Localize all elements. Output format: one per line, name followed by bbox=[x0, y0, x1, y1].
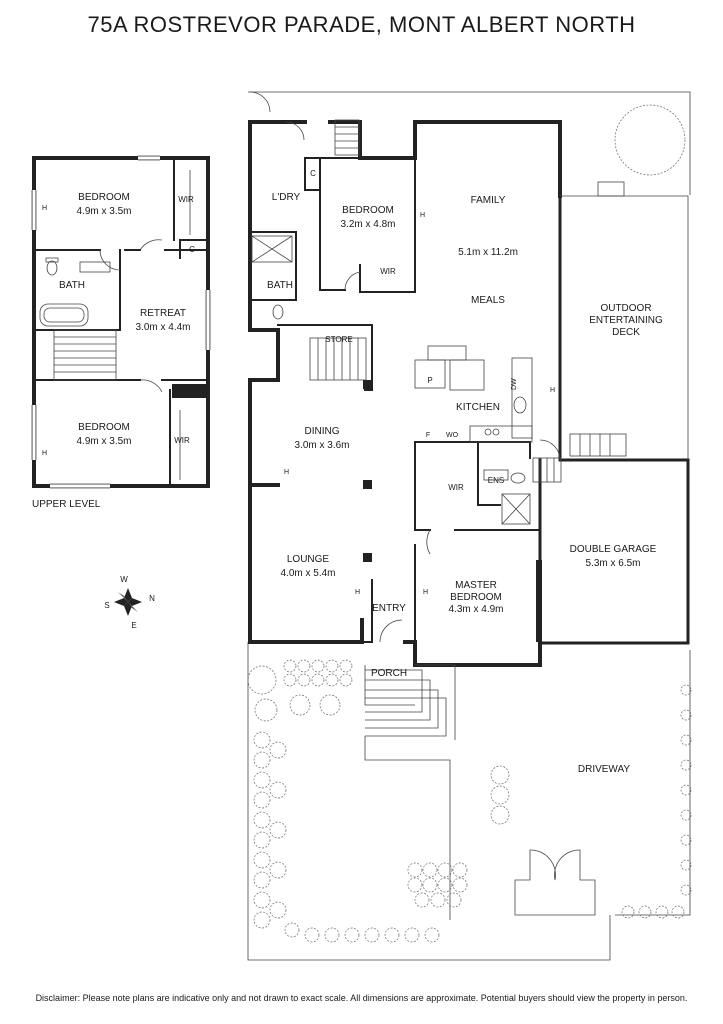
upper-heater-1: H bbox=[42, 205, 47, 212]
pantry-label: P bbox=[427, 376, 432, 385]
ensuite-label: ENS bbox=[488, 476, 504, 485]
compass-east: E bbox=[131, 621, 136, 630]
ground-cupboard-label: C bbox=[310, 169, 316, 178]
outdoor-line1: OUTDOOR bbox=[600, 303, 651, 314]
disclaimer-text: Disclaimer: Please note plans are indica… bbox=[35, 993, 688, 1003]
retreat-size: 3.0m x 4.4m bbox=[135, 322, 190, 333]
porch-label: PORCH bbox=[371, 668, 407, 679]
master-name-2: BEDROOM bbox=[450, 592, 502, 603]
ground-bedroom-name: BEDROOM bbox=[342, 205, 394, 216]
upper-wir2-label: WIR bbox=[174, 436, 190, 445]
plan-title: 75A ROSTREVOR PARADE, MONT ALBERT NORTH bbox=[87, 12, 636, 37]
dishwasher-label: DW bbox=[511, 378, 518, 390]
heater-master: H bbox=[423, 589, 428, 596]
lounge-size: 4.0m x 5.4m bbox=[280, 568, 335, 579]
kitchen-label: KITCHEN bbox=[456, 402, 500, 413]
ground-bedroom-size: 3.2m x 4.8m bbox=[340, 219, 395, 230]
heater-family: H bbox=[420, 212, 425, 219]
laundry-label: L'DRY bbox=[272, 192, 301, 203]
meals-label: MEALS bbox=[471, 295, 505, 306]
master-wir-label: WIR bbox=[448, 483, 464, 492]
driveway-label: DRIVEWAY bbox=[578, 764, 631, 775]
ground-level bbox=[247, 91, 691, 961]
outdoor-line3: DECK bbox=[612, 327, 640, 338]
compass-icon bbox=[114, 588, 142, 616]
master-name-1: MASTER bbox=[455, 580, 497, 591]
heater-meals: H bbox=[550, 387, 555, 394]
garden-shrubs bbox=[247, 659, 692, 943]
garage-name: DOUBLE GARAGE bbox=[570, 544, 657, 555]
compass-west: W bbox=[120, 575, 128, 584]
upper-bedroom2-size: 4.9m x 3.5m bbox=[76, 436, 131, 447]
upper-level bbox=[31, 155, 211, 489]
compass-north: N bbox=[149, 594, 155, 603]
wall-oven-label: WO bbox=[446, 432, 459, 439]
upper-cupboard-label: C bbox=[189, 245, 195, 254]
upper-bedroom2-name: BEDROOM bbox=[78, 422, 130, 433]
upper-bedroom1-name: BEDROOM bbox=[78, 192, 130, 203]
fridge-label: F bbox=[426, 432, 430, 439]
family-size: 5.1m x 11.2m bbox=[458, 247, 518, 258]
upper-bath-label: BATH bbox=[59, 280, 85, 291]
ground-bedroom-wir: WIR bbox=[380, 267, 396, 276]
ground-bath-label: BATH bbox=[267, 280, 293, 291]
lounge-name: LOUNGE bbox=[287, 554, 330, 565]
outdoor-line2: ENTERTAINING bbox=[589, 315, 663, 326]
family-name: FAMILY bbox=[471, 195, 506, 206]
compass-south: S bbox=[104, 601, 109, 610]
heater-lounge: H bbox=[355, 589, 360, 596]
retreat-name: RETREAT bbox=[140, 308, 186, 319]
heater-dining: H bbox=[284, 469, 289, 476]
master-size: 4.3m x 4.9m bbox=[448, 604, 503, 615]
upper-bedroom1-size: 4.9m x 3.5m bbox=[76, 206, 131, 217]
dining-name: DINING bbox=[305, 426, 340, 437]
garage-size: 5.3m x 6.5m bbox=[585, 558, 640, 569]
upper-heater-2: H bbox=[42, 450, 47, 457]
store-label: STORE bbox=[325, 335, 352, 344]
upper-wir1-label: WIR bbox=[178, 195, 194, 204]
entry-label: ENTRY bbox=[372, 603, 406, 614]
upper-level-label: UPPER LEVEL bbox=[32, 499, 101, 510]
dining-size: 3.0m x 3.6m bbox=[294, 440, 349, 451]
